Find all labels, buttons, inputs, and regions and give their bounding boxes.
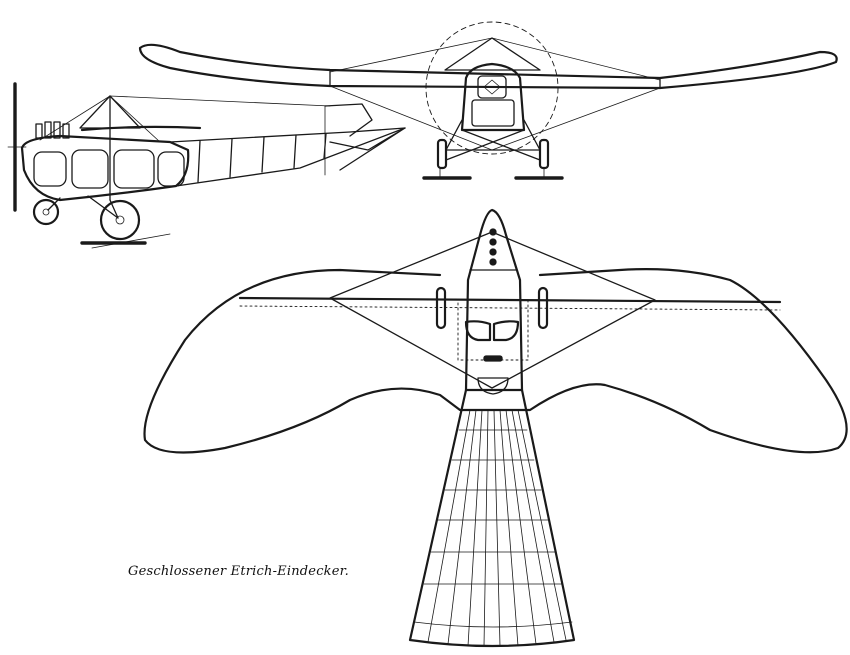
top-seat-left <box>464 320 492 342</box>
front-pylon <box>444 37 541 71</box>
side-cabin-windows <box>33 149 185 189</box>
front-wheel-right <box>538 138 550 170</box>
side-fin <box>324 103 373 137</box>
side-bracing-wire-rear <box>109 95 331 107</box>
side-tailplane <box>329 127 406 171</box>
top-seat-right <box>492 320 520 342</box>
side-gear-strut-rear <box>87 195 119 219</box>
side-wing-section <box>80 125 202 132</box>
side-fuselage <box>20 134 190 202</box>
front-engine-block <box>477 75 507 99</box>
top-wing-outline <box>143 268 848 454</box>
front-gear-brace-2 <box>445 129 525 161</box>
front-wheel-left <box>436 138 448 170</box>
front-bracing-upper-right <box>491 37 661 81</box>
drawing-caption: Geschlossener Etrich-Eindecker. <box>128 564 349 579</box>
front-bracing-lower-right <box>491 87 661 151</box>
front-wing <box>138 43 838 90</box>
front-gear-strut-right <box>523 119 541 151</box>
side-bracing-wire-front <box>39 95 111 141</box>
top-rear-seat <box>477 377 509 395</box>
side-front-wheel <box>32 198 60 226</box>
front-gear-strut-left <box>445 119 463 151</box>
top-wing-rear-spar <box>239 305 781 311</box>
top-engine-cylinders <box>489 228 497 266</box>
top-tail-ribs <box>427 409 567 647</box>
front-view <box>138 21 838 180</box>
top-fuselage <box>464 208 524 392</box>
front-propeller-hub <box>483 79 501 95</box>
side-skid <box>91 233 171 249</box>
side-rear-fuselage-top <box>169 127 406 143</box>
side-bracing-wire-mid <box>109 95 161 143</box>
front-bracing-upper-left <box>329 37 493 73</box>
side-view <box>7 82 406 249</box>
side-main-wheel-hub <box>115 215 125 225</box>
top-view <box>143 208 848 648</box>
top-wheel-left <box>435 286 447 330</box>
top-wheel-right <box>537 286 549 330</box>
front-fuselage <box>460 62 526 132</box>
top-tail-outline <box>408 388 576 648</box>
front-bracing-lower-left <box>329 85 493 151</box>
top-control-panel <box>483 355 503 362</box>
side-main-wheel <box>99 199 141 241</box>
top-tail-cross-lines <box>413 429 573 628</box>
front-cabin-window <box>471 99 515 127</box>
top-bracing-diamond <box>329 231 656 389</box>
front-gear-brace-1 <box>461 129 541 161</box>
side-fuselage-frames <box>197 133 327 183</box>
side-rear-fuselage-bottom <box>175 127 406 187</box>
side-front-wheel-hub <box>42 208 50 216</box>
